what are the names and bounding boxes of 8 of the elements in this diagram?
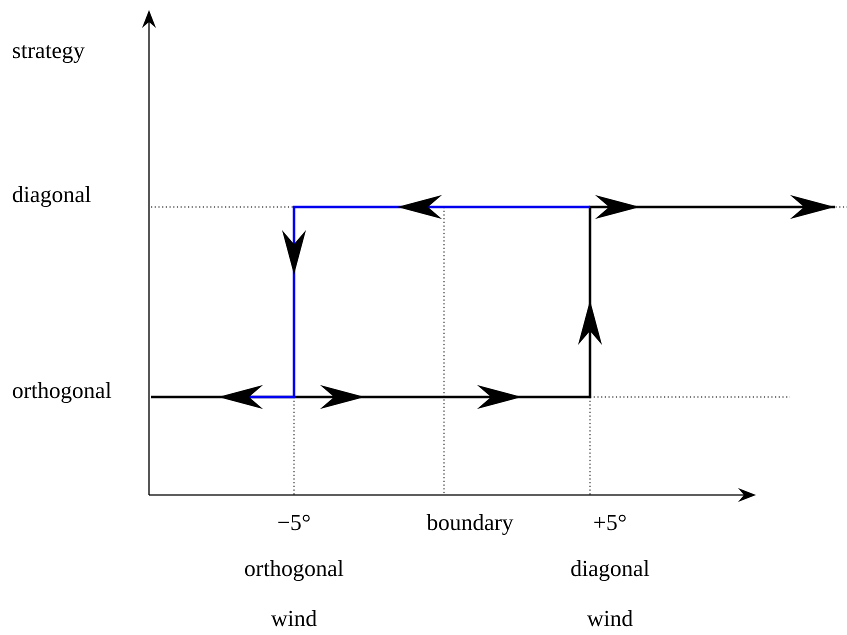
tick-label: boundary bbox=[426, 510, 514, 536]
region-label: orthogonal wind bbox=[243, 555, 345, 633]
axis-level-label: strategy bbox=[12, 38, 85, 64]
axis-level-label: orthogonal bbox=[12, 378, 112, 404]
tick-label: −5° bbox=[277, 510, 311, 536]
axis-level-label: diagonal bbox=[12, 182, 92, 208]
region-label: diagonal wind bbox=[569, 555, 651, 633]
tick-label: +5° bbox=[593, 510, 627, 536]
